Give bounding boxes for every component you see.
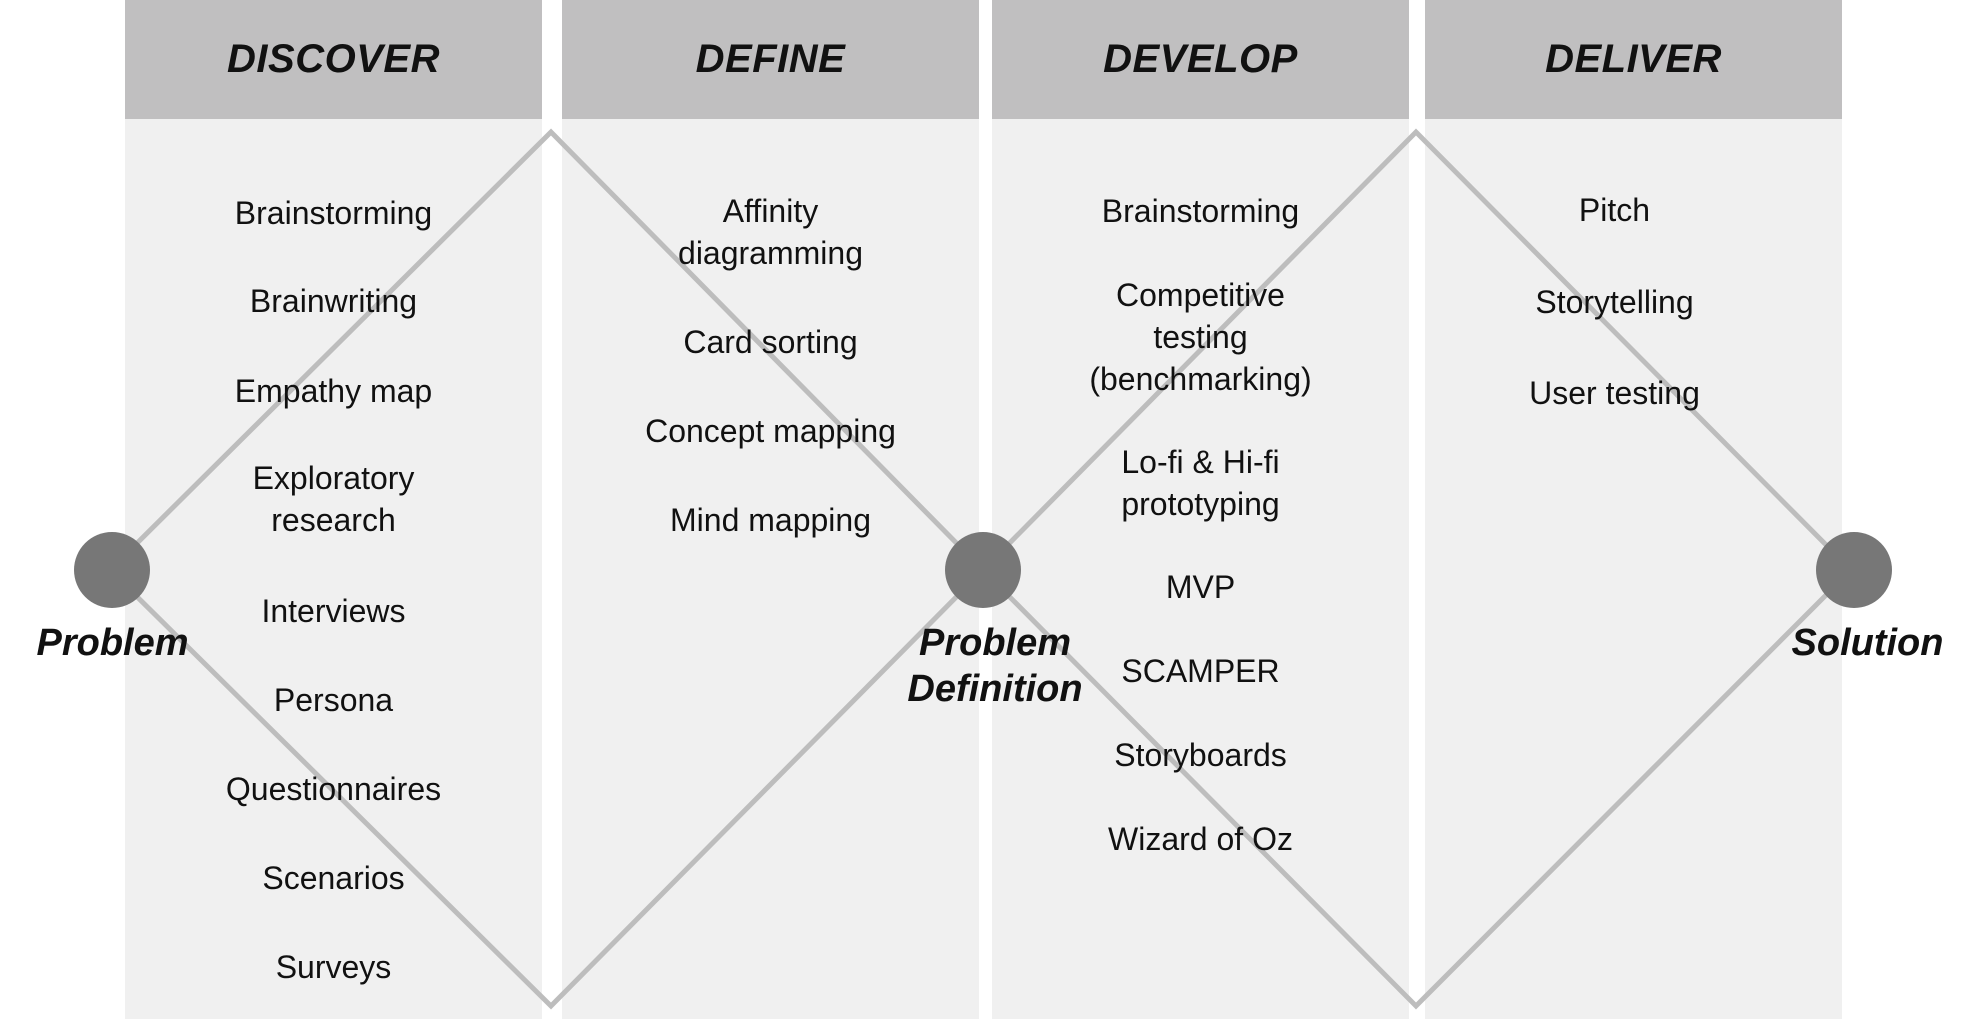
list-item: User testing [1529,375,1700,411]
list-item: Pitch [1578,192,1651,228]
define-items: Affinity diagramming Card sorting Concep… [562,0,979,1019]
column-develop: DEVELOP [992,0,1409,1019]
node-problem-definition [945,532,1021,608]
list-item: Interviews [261,593,406,629]
column-header-deliver: DELIVER [1425,0,1842,119]
list-item: Surveys [275,949,392,985]
discover-items: Brainstorming Brainwriting Empathy map E… [125,0,542,1019]
list-item: Scenarios [262,860,405,896]
deliver-items: Pitch Storytelling User testing [1425,0,1842,1019]
column-header-discover: DISCOVER [125,0,542,119]
column-header-define: DEFINE [562,0,979,119]
list-item: Storyboards [1114,737,1287,773]
list-item: Competitive testing (benchmarking) [1089,277,1312,397]
list-item: Persona [273,682,394,718]
list-item: SCAMPER [1121,653,1280,689]
list-item: Brainstorming [1101,193,1300,229]
column-define: DEFINE [562,0,979,1019]
column-header-develop: DEVELOP [992,0,1409,119]
label-solution: Solution [1791,622,1944,664]
list-item: Storytelling [1535,284,1694,320]
develop-items: Brainstorming Competitive testing (bench… [992,0,1409,1019]
list-item: Brainwriting [249,283,418,319]
list-item: Brainstorming [234,195,433,231]
node-solution [1816,532,1892,608]
list-item: Concept mapping [645,413,896,449]
column-discover: DISCOVER [125,0,542,1019]
list-item: Exploratory research [252,460,415,538]
list-item: Lo-fi & Hi-fi prototyping [1121,444,1280,522]
list-item: Questionnaires [225,771,442,807]
label-problem-definition: Problem Definition [907,622,1083,710]
list-item: Empathy map [234,373,433,409]
node-problem [74,532,150,608]
list-item: MVP [1165,569,1236,605]
list-item: Card sorting [683,324,858,360]
label-problem: Problem [36,622,189,664]
list-item: Wizard of Oz [1108,821,1293,857]
list-item: Affinity diagramming [678,193,863,271]
list-item: Mind mapping [670,502,871,538]
column-deliver: DELIVER [1425,0,1842,1019]
